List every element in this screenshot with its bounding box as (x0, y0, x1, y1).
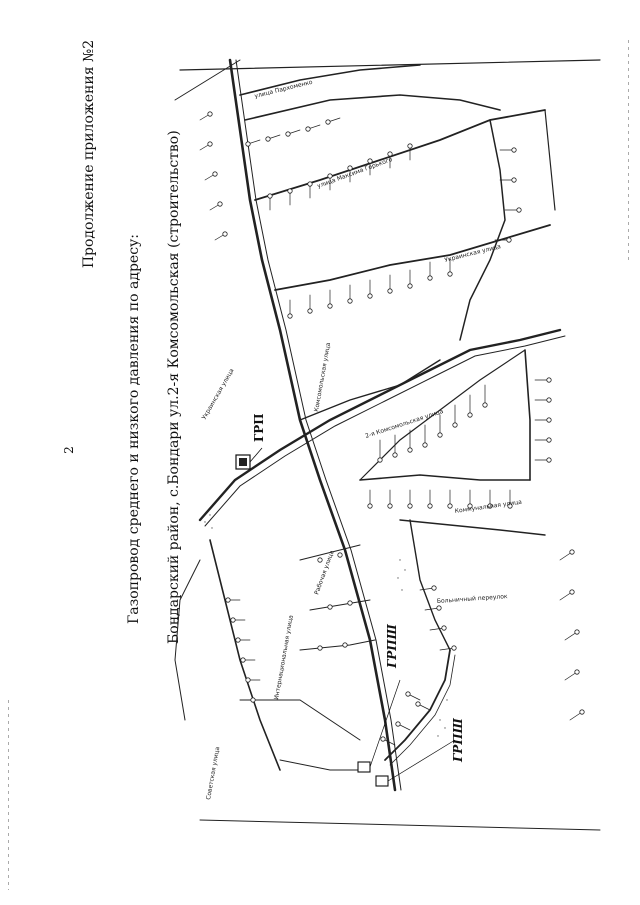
street-label: Коммунальная улица (454, 499, 522, 515)
grp-label: ГРП (252, 413, 266, 442)
pipeline (299, 639, 376, 651)
pipeline (274, 224, 551, 291)
pipeline (299, 359, 441, 421)
pipeline (174, 559, 201, 721)
street-line (174, 59, 241, 101)
pipeline (309, 599, 371, 611)
street-label: улица Максима Горького (316, 156, 393, 190)
pipeline (239, 64, 421, 96)
pipeline (544, 109, 556, 211)
street-label: Советская улица (205, 746, 221, 800)
pipeline (389, 654, 456, 766)
main-pipeline (235, 59, 402, 791)
pipeline (459, 119, 506, 341)
grpsh-station-box-2 (375, 775, 389, 787)
grpsh-lower-label: ГРПШ (451, 717, 465, 763)
pipeline (299, 544, 361, 561)
pipeline (409, 519, 451, 651)
grpsh-station-box-1 (357, 761, 371, 773)
main-pipeline (204, 335, 566, 527)
pipeline (359, 474, 531, 481)
street-line (179, 59, 601, 71)
street-line (199, 819, 601, 831)
street-label: Комсомольская улица (313, 342, 332, 413)
pipeline (279, 759, 366, 771)
pipeline (244, 94, 501, 121)
street-label: Интернациональная улица (273, 614, 295, 700)
grpsh-upper-label: ГРПШ (385, 623, 399, 669)
pipeline (239, 699, 361, 741)
pipeline (524, 349, 531, 481)
main-pipeline (198, 328, 562, 522)
pipeline (359, 349, 526, 481)
street-label: 2-я Комсомольская улица (364, 408, 444, 440)
consumer-nodes (207, 111, 585, 742)
street-label: Больничный переулок (437, 593, 508, 605)
pipeline (399, 519, 546, 536)
scan-edge-right (628, 40, 629, 260)
pipeline (209, 539, 281, 771)
scan-edge-left (8, 700, 9, 890)
street-label: Украинская улица (201, 367, 236, 421)
